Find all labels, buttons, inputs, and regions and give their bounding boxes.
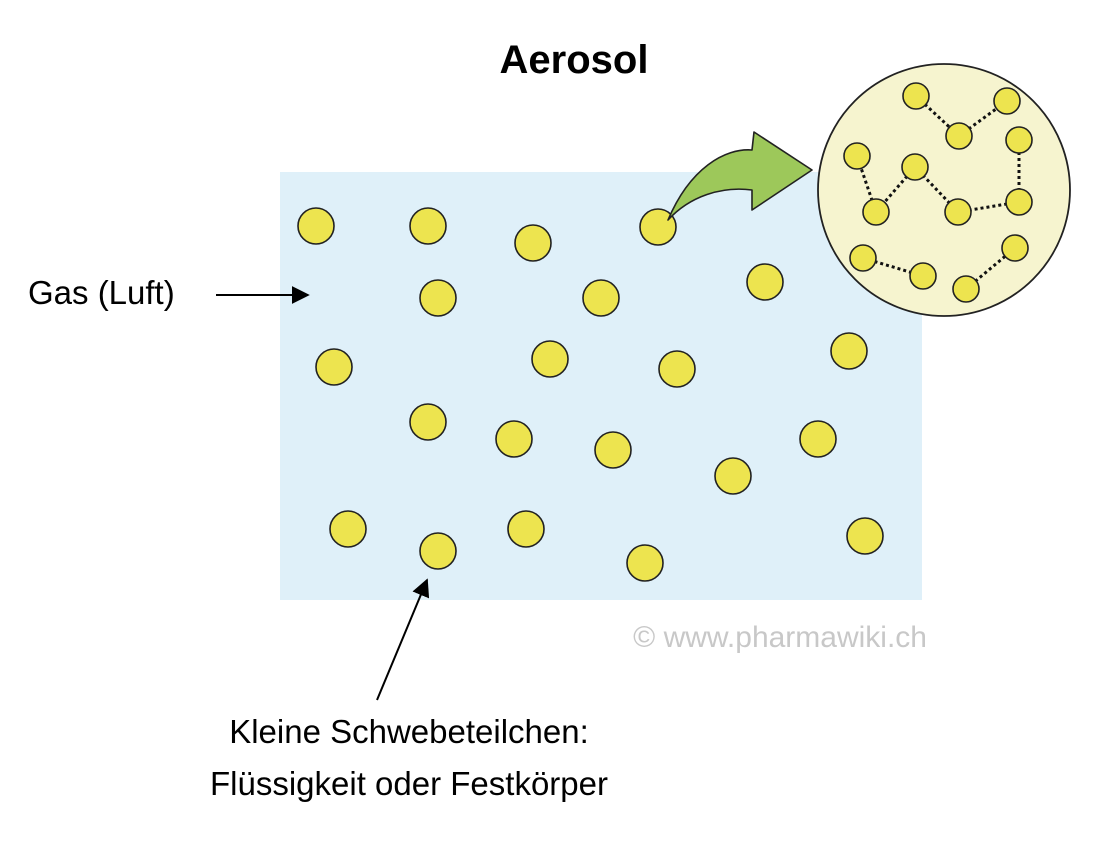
zoom-view bbox=[817, 63, 1071, 317]
particle bbox=[329, 510, 367, 548]
particle bbox=[297, 207, 335, 245]
particle bbox=[639, 208, 677, 246]
bond-line bbox=[862, 256, 924, 278]
particle-label-line1: Kleine Schwebeteilchen: bbox=[229, 713, 589, 750]
particle bbox=[409, 207, 447, 245]
zoom-arrow-icon bbox=[667, 131, 813, 221]
particle bbox=[658, 350, 696, 388]
particle bbox=[714, 457, 752, 495]
particle-label-line2: Flüssigkeit oder Festkörper bbox=[210, 765, 608, 802]
particle bbox=[419, 532, 457, 570]
zoom-particle bbox=[1001, 234, 1029, 262]
particle bbox=[746, 263, 784, 301]
particle bbox=[514, 224, 552, 262]
particle-group bbox=[297, 207, 884, 582]
particle bbox=[626, 544, 664, 582]
bond-line bbox=[965, 246, 1016, 291]
zoom-particle bbox=[843, 142, 871, 170]
particle bbox=[594, 431, 632, 469]
particle bbox=[531, 340, 569, 378]
zoom-particle bbox=[849, 244, 877, 272]
zoom-particle bbox=[901, 153, 929, 181]
zoom-particle bbox=[862, 198, 890, 226]
particle bbox=[507, 510, 545, 548]
zoom-particle bbox=[1005, 126, 1033, 154]
zoom-particle bbox=[944, 198, 972, 226]
zoom-circle bbox=[817, 63, 1071, 317]
bond-line bbox=[957, 200, 1020, 214]
gas-region bbox=[280, 172, 922, 600]
zoom-particle bbox=[1005, 188, 1033, 216]
diagram-title: Aerosol bbox=[500, 38, 649, 82]
particle bbox=[846, 517, 884, 555]
particle bbox=[582, 279, 620, 317]
particle bbox=[495, 420, 533, 458]
zoom-particle bbox=[993, 87, 1021, 115]
zoom-particle bbox=[909, 262, 937, 290]
bond-line bbox=[913, 165, 960, 214]
gas-label: Gas (Luft) bbox=[28, 274, 175, 311]
zoom-particle bbox=[952, 275, 980, 303]
particle-arrow-icon bbox=[376, 578, 430, 701]
particle bbox=[409, 403, 447, 441]
particle bbox=[799, 420, 837, 458]
particle bbox=[315, 348, 353, 386]
zoom-particle bbox=[902, 82, 930, 110]
particle bbox=[419, 279, 457, 317]
watermark: © www.pharmawiki.ch bbox=[633, 621, 927, 654]
zoom-particle bbox=[945, 122, 973, 150]
particle bbox=[830, 332, 868, 370]
